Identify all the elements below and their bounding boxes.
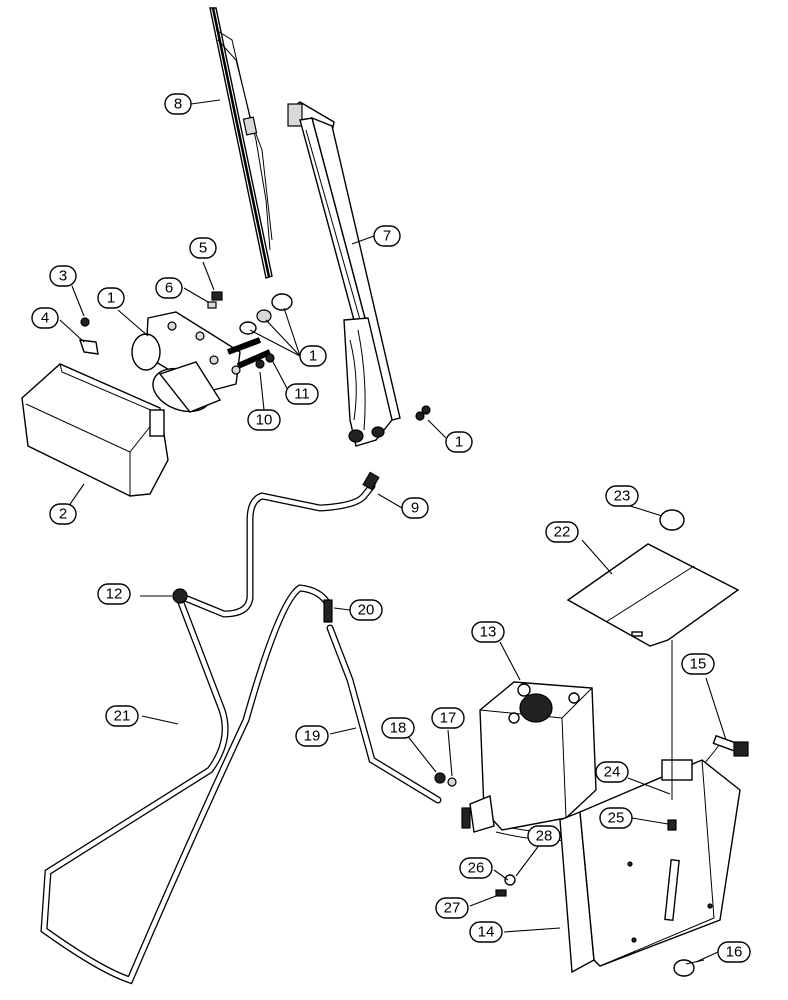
callout-label: 1 [107,290,115,307]
callout-12: 12 [97,583,131,605]
callout-1: 1 [299,345,327,367]
callout-16: 16 [717,941,751,963]
callout-label: 21 [114,708,131,725]
callout-label: 11 [294,386,310,403]
callout-label: 26 [468,860,485,877]
callout-9: 9 [401,497,429,519]
callout-28: 28 [527,825,561,847]
washer-reservoir [461,681,597,833]
callout-19: 19 [295,725,329,747]
callout-5: 5 [189,237,217,259]
callout-label: 1 [455,434,463,451]
motor-cover [21,363,169,497]
callout-label: 12 [106,586,123,603]
callout-label: 17 [440,710,457,727]
callout-label: 8 [174,96,182,113]
callout-27: 27 [435,897,469,919]
callout-14: 14 [469,921,503,943]
callout-label: 13 [480,624,497,641]
callout-label: 16 [726,944,743,961]
callout-label: 5 [199,240,207,257]
washer-17 [447,777,457,787]
bolt-16 [673,959,705,977]
fastener-23 [659,509,685,531]
callout-label: 25 [608,810,625,827]
callout-label: 4 [41,310,49,327]
washer-hoses [40,482,721,985]
callout-22: 22 [545,521,579,543]
callout-8: 8 [164,93,192,115]
callout-label: 20 [358,602,375,619]
nozzle-elbow [362,471,380,491]
callout-label: 23 [614,488,631,505]
callout-18: 18 [381,717,415,739]
leader-lines [59,99,727,963]
callout-21: 21 [105,705,139,727]
callout-1: 1 [97,287,125,309]
callout-label: 15 [690,656,707,673]
bolt-15 [712,734,749,757]
wiper-blade [209,7,273,279]
tee-fitting [172,588,188,604]
callout-1: 1 [445,431,473,453]
callout-label: 19 [304,728,321,745]
callout-label: 14 [478,924,495,941]
callout-25: 25 [599,807,633,829]
callout-3: 3 [49,265,77,287]
callout-15: 15 [681,653,715,675]
motor-hardware [78,291,431,421]
clip-28 [504,874,516,886]
callout-6: 6 [155,277,183,299]
nut-25 [667,819,677,831]
callout-label: 7 [383,228,391,245]
callout-label: 27 [444,900,461,917]
callout-7: 7 [373,225,401,247]
callout-11: 11 [285,383,319,405]
nut-18 [434,772,446,784]
callout-4: 4 [31,307,59,329]
wiper-motor-assembly [131,311,272,413]
callout-24: 24 [595,761,629,783]
callout-20: 20 [349,599,383,621]
callout-label: 18 [390,720,407,737]
callout-label: 9 [411,500,419,517]
screw-27 [495,889,507,897]
callout-26: 26 [459,857,493,879]
callout-label: 3 [59,268,67,285]
callout-label: 10 [256,412,273,429]
callout-17: 17 [431,707,465,729]
callout-label: 1 [309,348,317,365]
callout-13: 13 [471,621,505,643]
callout-label: 22 [554,524,571,541]
callout-2: 2 [49,503,77,525]
callout-label: 24 [604,764,621,781]
callout-10: 10 [247,409,281,431]
callout-label: 2 [59,506,67,523]
callout-label: 28 [536,828,553,845]
cover-plate [566,543,740,647]
callout-23: 23 [605,485,639,507]
wiper-arm [287,101,401,447]
hose-connector [323,599,333,623]
callout-label: 6 [165,280,173,297]
